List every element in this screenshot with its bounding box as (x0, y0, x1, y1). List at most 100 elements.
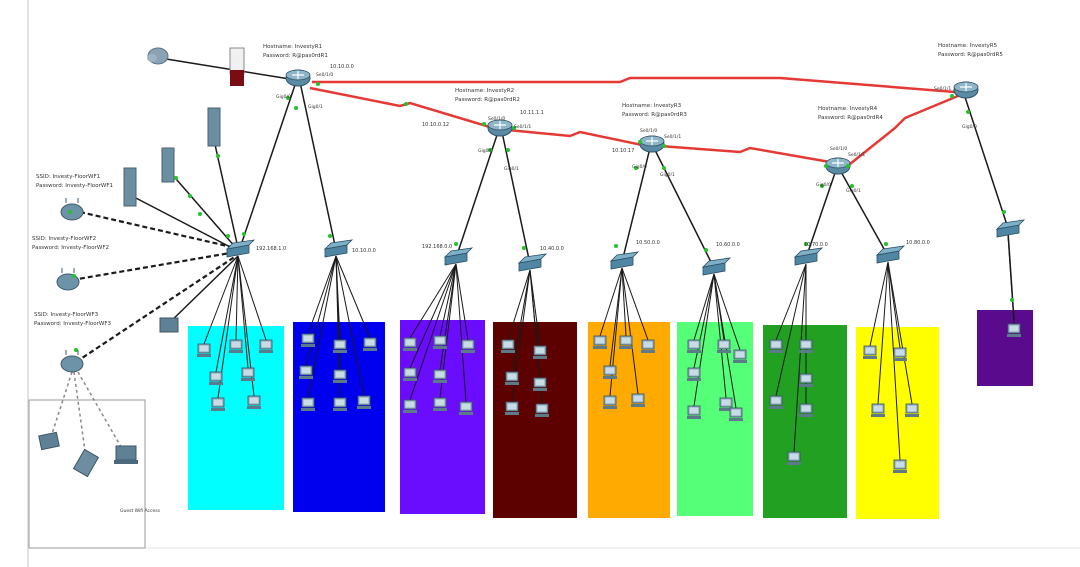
pc-link (507, 269, 531, 341)
router-icon (639, 135, 665, 153)
serial-links (309, 76, 959, 169)
link-r1-sw1 (239, 81, 297, 249)
pc-icon (333, 369, 347, 383)
link-cloud-r1 (159, 57, 297, 81)
lan-net-label: 192.168.0.0 (422, 244, 452, 250)
pc-icon (687, 339, 701, 353)
lan-net-label: 10.10.0.0 (352, 248, 376, 254)
pc-link (775, 263, 807, 341)
server-icon (123, 167, 137, 207)
link-light (294, 106, 298, 110)
switch-icon (793, 247, 824, 266)
link-light (704, 248, 708, 252)
wireless-router-icon (56, 268, 80, 291)
serial-link-r3-r4 (659, 144, 831, 164)
wireless-link (49, 371, 73, 441)
port-label: Se0/1/1 (848, 152, 865, 158)
pc-icon (687, 405, 701, 419)
pc-icon (717, 339, 731, 353)
lan-area (763, 325, 847, 518)
wan-host-area (977, 310, 1033, 386)
pc-icon (505, 401, 519, 415)
pc-icon (769, 339, 783, 353)
pcs (197, 323, 1021, 473)
server-icon (161, 147, 175, 183)
pc-icon (719, 397, 733, 411)
pc-icon (403, 399, 417, 413)
link-light (824, 164, 828, 168)
link-light (522, 246, 526, 250)
pc-icon (769, 395, 783, 409)
link-server3-sw1 (131, 195, 237, 251)
pc-link (439, 263, 457, 371)
switch-icon (225, 239, 256, 258)
lan-net-label: 192.168.1.0 (256, 246, 286, 252)
link-light (638, 140, 642, 144)
pc-link (621, 267, 649, 341)
switches (225, 219, 1026, 276)
link-light (74, 348, 78, 352)
port-label: Se0/1/1 (934, 86, 951, 92)
r2-hostname: Hostname: InvestyR2 (455, 88, 514, 94)
link-light (846, 164, 850, 168)
pc-icon (259, 339, 273, 353)
pc-link (793, 263, 807, 453)
pc-icon (247, 395, 261, 409)
pc-icon (241, 367, 255, 381)
link-light (226, 234, 230, 238)
r4-hostname: Hostname: InvestyR4 (818, 106, 878, 112)
pc-icon (301, 333, 315, 347)
switch-icon (517, 253, 548, 272)
link-light (820, 184, 824, 188)
wifi2-password: Password: Investy-FloorWF2 (32, 245, 109, 251)
pc-link (307, 255, 337, 399)
port-label: Gig0/0 (276, 94, 291, 100)
laptop-icon (114, 445, 138, 464)
pc-link (215, 255, 239, 373)
link-light (72, 274, 76, 278)
pc-icon (799, 373, 813, 387)
pc-icon (687, 367, 701, 381)
pc-icon (787, 451, 801, 465)
router-icon (487, 119, 513, 137)
pc-icon (603, 365, 617, 379)
pc-link (237, 255, 267, 341)
laptop-icon (38, 431, 60, 451)
link-light (1010, 298, 1014, 302)
lan-area (588, 322, 670, 518)
pc-icon (333, 339, 347, 353)
pc-icon (893, 347, 907, 361)
link-light (950, 94, 954, 98)
wifi2-ssid: SSID: Investy-FloorWF2 (32, 236, 96, 242)
wireless-link (77, 371, 125, 453)
r1-hostname: Hostname: InvestyR1 (263, 44, 322, 50)
pc-link (877, 261, 889, 405)
link-r2-sw4 (501, 131, 531, 265)
link-light (884, 242, 888, 246)
printer-icon (159, 317, 179, 333)
link-indicators (68, 82, 1014, 352)
r1-password: Password: R@pas0rdR1 (263, 53, 328, 59)
routers (285, 69, 979, 175)
pc-icon (863, 345, 877, 359)
pc-icon (871, 403, 885, 417)
wifi1-password: Password: Investy-FloorWF1 (36, 183, 113, 189)
wifi3-ssid: SSID: Investy-FloorWF3 (34, 312, 99, 318)
switch-icon (701, 257, 732, 276)
pc-icon (619, 335, 633, 349)
link-light (850, 184, 854, 188)
wifi3-password: Password: Investy-FloorWF3 (34, 321, 111, 327)
link-wr2-sw1 (71, 250, 237, 282)
router-icon (825, 157, 851, 175)
pc-icon (209, 371, 223, 385)
r5-hostname: Hostname: InvestyR5 (938, 43, 998, 49)
port-label: Gig0/1 (504, 166, 519, 172)
link-r2-sw3 (455, 131, 499, 259)
pc-link (409, 263, 457, 339)
link-printer-sw1 (165, 255, 239, 327)
pc-icon (893, 459, 907, 473)
link-light (286, 96, 290, 100)
r4-password: Password: R@pas0rdR4 (818, 115, 883, 121)
link-light (614, 244, 618, 248)
pc-icon (433, 397, 447, 411)
